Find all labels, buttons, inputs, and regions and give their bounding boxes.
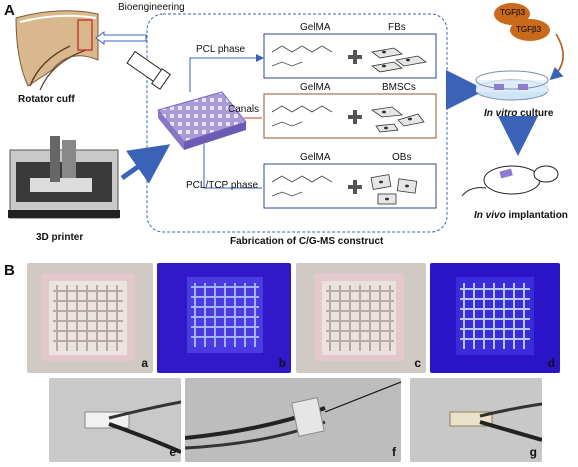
culture-dish-illustration <box>475 70 549 101</box>
panel-a-diagram <box>8 3 564 233</box>
tgf-label-2: TGFβ3 <box>516 25 542 34</box>
photo-e: e <box>49 378 181 462</box>
photo-b: b <box>157 263 291 373</box>
row-2-material: GelMA <box>300 82 331 93</box>
row-3-material: GelMA <box>300 152 331 163</box>
photo-f: f <box>185 378 401 462</box>
panel-a-letter: A <box>4 2 15 19</box>
photo-c: c <box>296 263 426 373</box>
photo-g-label: g <box>529 445 537 459</box>
row-2-cell: BMSCs <box>382 82 416 93</box>
fabrication-label: Fabrication of C/G-MS construct <box>230 236 384 247</box>
photo-a: a <box>27 263 153 373</box>
rotator-cuff-label: Rotator cuff <box>18 94 75 105</box>
photo-e-label: e <box>169 445 176 459</box>
photo-a-label: a <box>141 356 148 370</box>
uv-light-illustration <box>126 50 171 90</box>
rotator-cuff-illustration <box>15 10 99 91</box>
photo-b-label: b <box>278 356 286 370</box>
printer-illustration <box>8 136 120 219</box>
photo-d: d <box>430 263 560 373</box>
photo-f-label: f <box>392 445 396 459</box>
scaffold-illustration <box>157 91 247 150</box>
pcl-phase-label: PCL phase <box>196 44 246 55</box>
pcl-tcp-phase-label: PCL/TCP phase <box>186 180 259 191</box>
bioengineering-label: Bioengineering <box>118 2 185 13</box>
row-1-cell: FBs <box>388 22 406 33</box>
photo-c-label: c <box>414 356 421 370</box>
printer-label: 3D printer <box>36 232 84 243</box>
panel-b-letter: B <box>4 262 15 279</box>
row-1-material: GelMA <box>300 22 331 33</box>
rat-illustration <box>461 165 559 197</box>
in-vivo-label: In vivo implantation <box>474 210 568 221</box>
in-vitro-label: In vitro culture <box>484 108 554 119</box>
photo-g: g <box>410 378 542 462</box>
canals-label: Canals <box>228 104 260 115</box>
photo-d-label: d <box>547 356 555 370</box>
row-3-cell: OBs <box>392 152 412 163</box>
tgf-label-1: TGFβ3 <box>500 8 526 17</box>
